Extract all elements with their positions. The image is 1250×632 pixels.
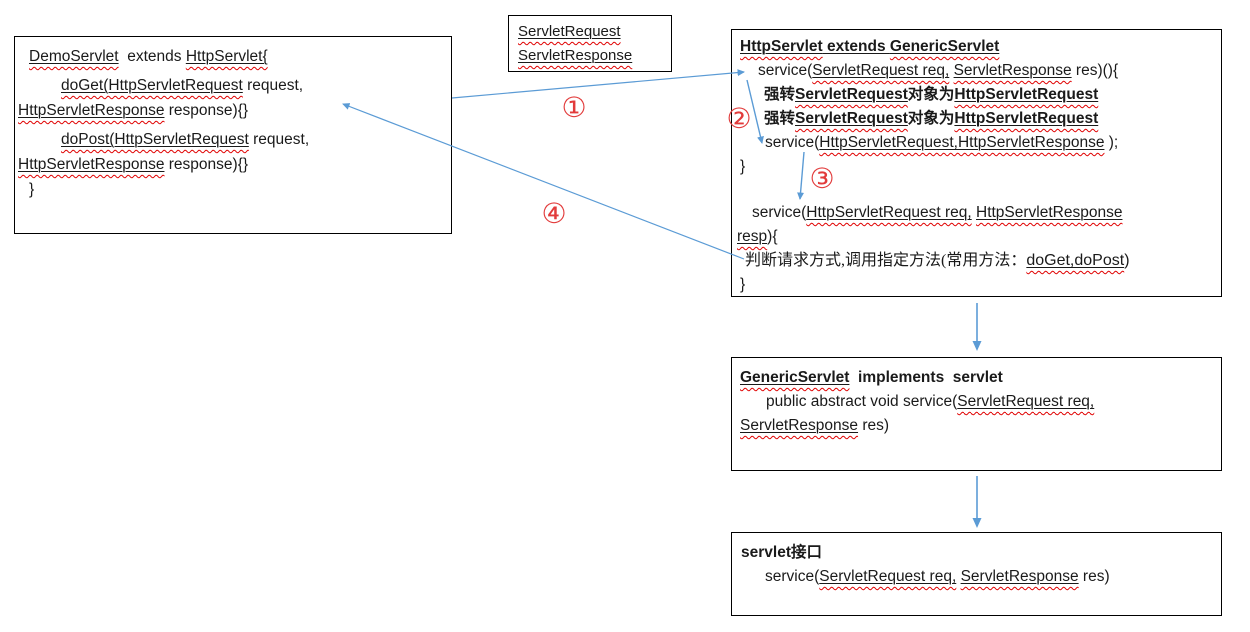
class-name: ServletResponse [740,417,859,434]
text-segment: 判断请求方式,调用指定方法(常用方法： [745,252,1027,269]
step-2-label: ② [726,102,752,135]
genericservlet-title: GenericServlet implements servlet [732,366,1221,390]
param-name: resp [737,228,768,245]
blank-line [732,179,1221,201]
code-line-brace: } [732,273,1221,297]
request-response-box: ServletRequest ServletResponse [508,15,672,72]
class-name: HttpServletResponse [18,156,165,173]
class-name: ServletResponse [953,62,1072,79]
text-segment: res)(){ [1071,62,1119,79]
text-segment: } [740,276,746,293]
dispatch-annotation-line: 判断请求方式,调用指定方法(常用方法：doGet,doPost) [732,249,1221,273]
class-name: HttpServletRequest [954,110,1099,127]
text-segment: service( [752,204,807,221]
step-1-label: ① [561,91,587,124]
text-segment: response){} [164,102,249,119]
servlet-interface-title: servlet接口 [732,541,1221,565]
text-segment: service( [765,134,820,151]
code-line: HttpServletResponse response){} [15,152,451,177]
code-line-service: service(ServletRequest req, ServletRespo… [732,565,1221,589]
text-segment: 强转 [764,110,796,127]
text-segment: request, [248,131,310,148]
method-name: doPost(HttpServletRequest [61,131,249,148]
text-segment: extends [118,48,186,65]
text-segment: request, [242,77,304,94]
method-name: doGet(HttpServletRequest [61,77,243,94]
class-name: HttpServlet [740,38,823,55]
cast-annotation-line: 强转ServletRequest对象为HttpServletRequest [732,83,1221,107]
text-segment: 对象为 [907,86,955,103]
text-segment: public abstract void service( [766,393,958,410]
class-name: HttpServletRequest req, [806,204,972,221]
param-line: ServletRequest [509,20,671,44]
text-segment: } [740,158,746,175]
text-segment: } [29,181,35,198]
class-name: GenericServlet [889,38,1000,55]
code-line-service-call: service(HttpServletRequest,HttpServletRe… [732,131,1221,155]
arrow-step1 [451,69,745,99]
text-segment: res) [858,417,890,434]
cast-annotation-line: 强转ServletRequest对象为HttpServletRequest [732,107,1221,131]
class-name: ServletResponse [960,568,1079,585]
class-name: ServletRequest req, [957,393,1095,410]
class-name: ServletRequest [518,23,621,40]
text-segment: response){} [164,156,249,173]
demoservlet-box: DemoServlet extends HttpServlet{ doGet(H… [14,36,452,234]
step-3-label: ③ [809,162,835,195]
code-line-doget: doGet(HttpServletRequest request, [15,73,451,98]
code-line-service1: service(ServletRequest req, ServletRespo… [732,59,1221,83]
text-segment: extends [822,38,890,55]
text-segment: service( [758,62,813,79]
class-name: ServletResponse [518,47,633,64]
text-segment: 对象为 [907,110,955,127]
text-segment: servlet接口 [741,544,822,561]
class-name: HttpServletResponse [976,204,1123,221]
method-names: doGet,doPost [1026,252,1125,269]
servlet-interface-box: servlet接口 service(ServletRequest req, Se… [731,532,1222,616]
param-line: ServletResponse [509,44,671,68]
code-line: ServletResponse res) [732,414,1221,438]
httpservlet-title: HttpServlet extends GenericServlet [732,35,1221,59]
text-segment: ) [1124,252,1130,269]
code-line-resp: resp){ [732,225,1221,249]
class-name: HttpServletResponse [18,102,165,119]
text-segment: res) [1078,568,1110,585]
code-line-brace: } [15,177,451,202]
code-line: HttpServletResponse response){} [15,98,451,123]
code-line-abstract-service: public abstract void service(ServletRequ… [732,390,1221,414]
class-name: ServletRequest req, [819,568,957,585]
class-name: HttpServletRequest,HttpServletResponse [819,134,1105,151]
demoservlet-title: DemoServlet extends HttpServlet{ [15,44,451,69]
code-line-dopost: doPost(HttpServletRequest request, [15,127,451,152]
class-name: ServletRequest [795,110,908,127]
class-name: ServletRequest [795,86,908,103]
text-segment: ); [1104,134,1119,151]
text-segment: 强转 [764,86,796,103]
class-name: DemoServlet [29,48,119,65]
class-name: HttpServletRequest [954,86,1099,103]
text-segment: ){ [767,228,778,245]
httpservlet-box: HttpServlet extends GenericServlet servi… [731,29,1222,297]
genericservlet-box: GenericServlet implements servlet public… [731,357,1222,471]
step-4-label: ④ [541,197,567,230]
text-segment: service( [765,568,820,585]
text-segment: implements servlet [849,369,1003,386]
code-line-service2: service(HttpServletRequest req, HttpServ… [732,201,1221,225]
class-name: HttpServlet{ [185,48,268,65]
code-line-brace: } [732,155,1221,179]
class-name: GenericServlet [740,369,850,386]
class-name: ServletRequest req, [812,62,950,79]
